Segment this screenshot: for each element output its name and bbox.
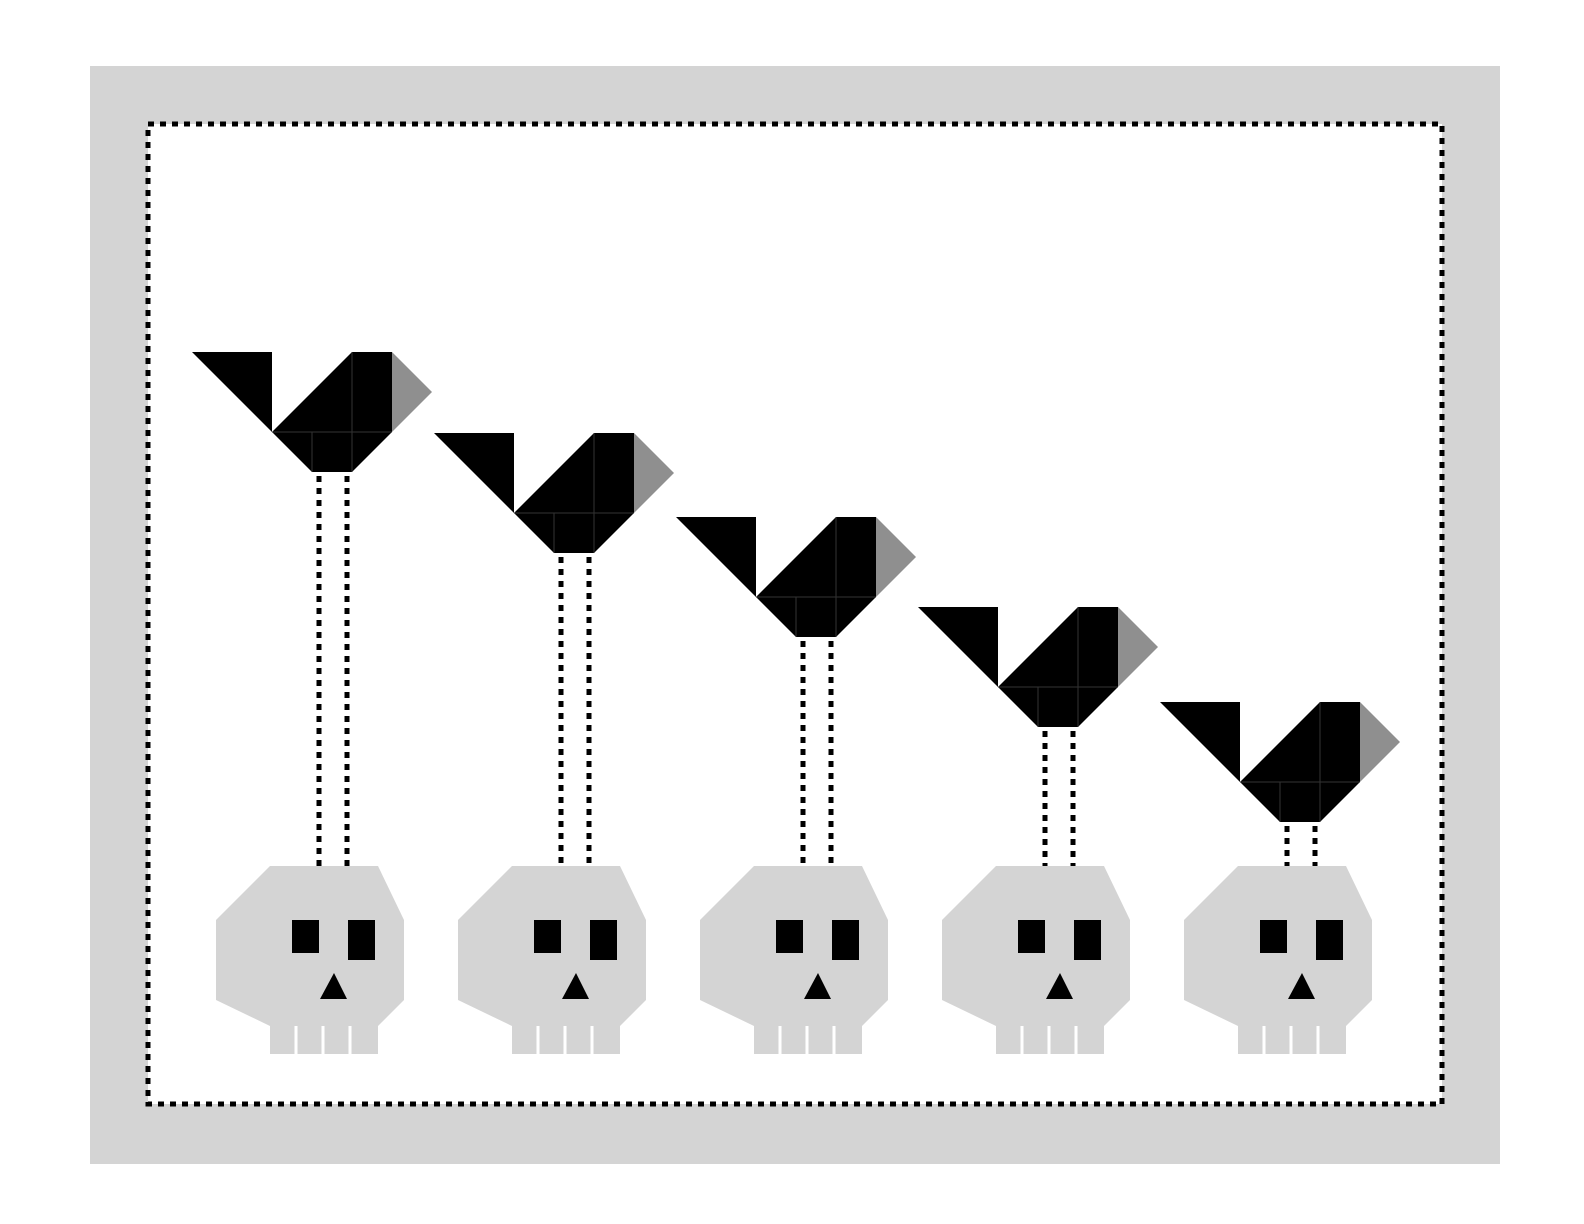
crow-tail bbox=[918, 607, 998, 687]
skull-eye-left bbox=[1260, 920, 1287, 953]
skull-nose bbox=[804, 973, 831, 999]
skull-tooth-gap bbox=[832, 1026, 836, 1056]
skull-head bbox=[216, 866, 404, 1054]
skull-tooth-gap bbox=[563, 1026, 567, 1056]
skull-icon bbox=[700, 866, 888, 1056]
dotted-leg-lines bbox=[800, 641, 834, 866]
skull-tooth-gap bbox=[1047, 1026, 1051, 1056]
crow-skull-figure bbox=[192, 352, 432, 1056]
crow-icon bbox=[918, 607, 1158, 727]
skull-eye-left bbox=[1018, 920, 1045, 953]
skull-tooth-gap bbox=[321, 1026, 325, 1056]
crow-icon bbox=[1160, 702, 1400, 822]
skull-eye-right bbox=[348, 920, 375, 960]
skull-tooth-gap bbox=[778, 1026, 782, 1056]
skull-head bbox=[458, 866, 646, 1054]
crow-icon bbox=[676, 517, 916, 637]
crow-beak bbox=[1118, 607, 1158, 687]
crow-body bbox=[998, 607, 1118, 727]
skull-eye-left bbox=[292, 920, 319, 953]
skull-tooth-gap bbox=[1262, 1026, 1266, 1056]
stitch-border bbox=[145, 121, 1445, 1107]
skull-tooth-gap bbox=[1316, 1026, 1320, 1056]
crow-body bbox=[756, 517, 876, 637]
skull-eye-right bbox=[832, 920, 859, 960]
crow-tail bbox=[434, 433, 514, 513]
dotted-leg-lines bbox=[558, 557, 592, 866]
dotted-leg-lines bbox=[1042, 731, 1076, 866]
skull-eye-left bbox=[776, 920, 803, 953]
skull-eye-left bbox=[534, 920, 561, 953]
skull-tooth-gap bbox=[1074, 1026, 1078, 1056]
crow-skull-figure bbox=[434, 433, 674, 1056]
skull-tooth-gap bbox=[294, 1026, 298, 1056]
crow-beak bbox=[634, 433, 674, 513]
crow-body bbox=[514, 433, 634, 553]
skull-eye-right bbox=[1074, 920, 1101, 960]
skull-head bbox=[942, 866, 1130, 1054]
crow-skull-figure bbox=[676, 517, 916, 1056]
skull-tooth-gap bbox=[348, 1026, 352, 1056]
crow-skull-figure bbox=[918, 607, 1158, 1056]
skull-nose bbox=[562, 973, 589, 999]
skull-tooth-gap bbox=[590, 1026, 594, 1056]
skull-nose bbox=[1288, 973, 1315, 999]
crow-body bbox=[1240, 702, 1360, 822]
skull-head bbox=[700, 866, 888, 1054]
crow-body bbox=[272, 352, 392, 472]
skull-tooth-gap bbox=[1020, 1026, 1024, 1056]
skull-tooth-gap bbox=[805, 1026, 809, 1056]
dotted-leg-lines bbox=[316, 476, 350, 866]
crow-tail bbox=[192, 352, 272, 432]
skull-nose bbox=[320, 973, 347, 999]
skull-nose bbox=[1046, 973, 1073, 999]
crow-tail bbox=[676, 517, 756, 597]
crow-skull-figure bbox=[1160, 702, 1400, 1056]
crow-beak bbox=[1360, 702, 1400, 782]
skull-tooth-gap bbox=[536, 1026, 540, 1056]
skull-icon bbox=[458, 866, 646, 1056]
skull-tooth-gap bbox=[1289, 1026, 1293, 1056]
figures-group bbox=[192, 352, 1400, 1056]
crow-beak bbox=[392, 352, 432, 432]
crow-tail bbox=[1160, 702, 1240, 782]
skull-icon bbox=[1184, 866, 1372, 1056]
skull-icon bbox=[942, 866, 1130, 1056]
crow-icon bbox=[192, 352, 432, 472]
skull-icon bbox=[216, 866, 404, 1056]
skull-head bbox=[1184, 866, 1372, 1054]
skull-eye-right bbox=[1316, 920, 1343, 960]
crow-icon bbox=[434, 433, 674, 553]
skull-eye-right bbox=[590, 920, 617, 960]
crow-beak bbox=[876, 517, 916, 597]
